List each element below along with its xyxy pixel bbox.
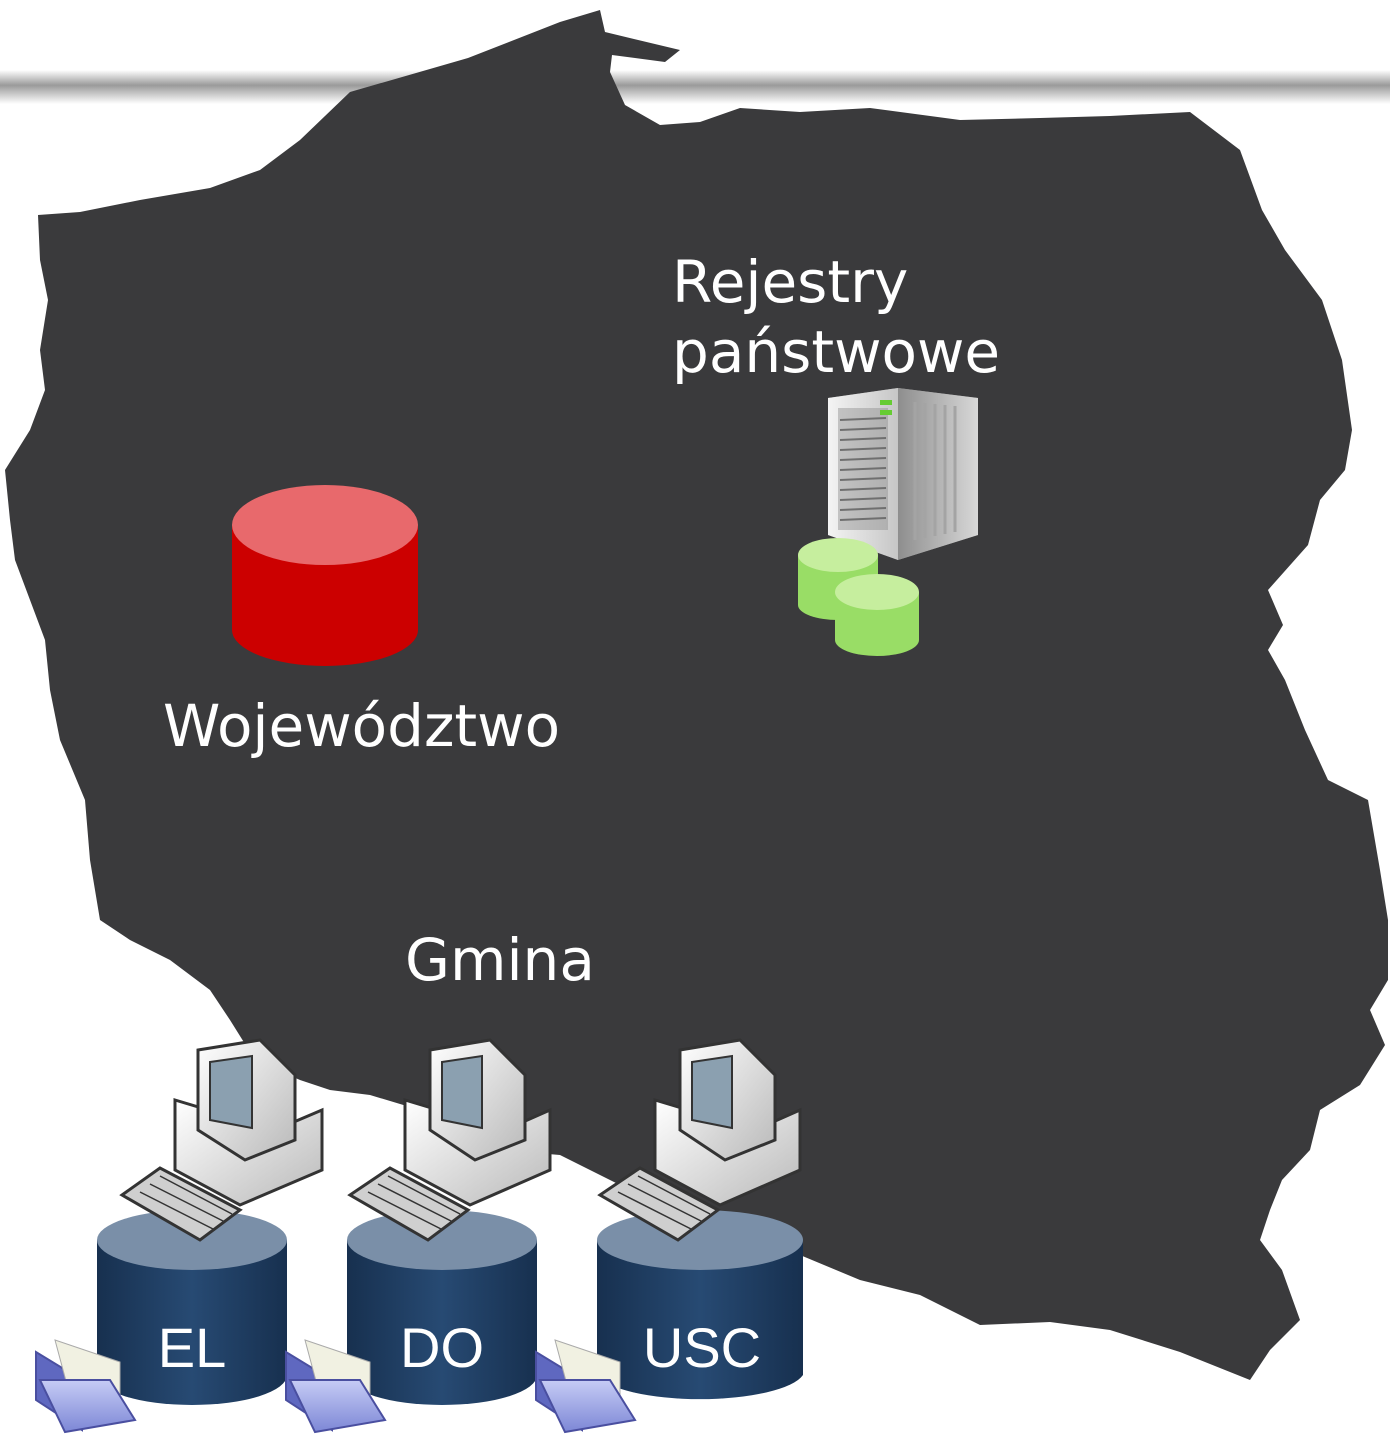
- computer-workstation-icon: [597, 1038, 802, 1242]
- folder-icon: [285, 1339, 387, 1434]
- gmina-label: Gmina: [405, 926, 595, 994]
- database-icon: [597, 1210, 803, 1270]
- gmina-station-usc: [535, 1038, 803, 1434]
- wojewodztwo-label: Województwo: [163, 692, 561, 760]
- database-label-el: EL: [157, 1316, 227, 1379]
- gmina-station-do: [285, 1038, 552, 1434]
- rejestry-panstwowe-label: Rejestry państwowe: [672, 248, 1000, 387]
- gmina-station-el: [35, 1038, 324, 1434]
- folder-icon: [535, 1339, 637, 1434]
- poland-map-shape: [5, 10, 1388, 1380]
- database-label-do: DO: [400, 1316, 484, 1379]
- database-label-usc: USC: [642, 1316, 762, 1379]
- rejestry-line1: Rejestry: [672, 248, 909, 316]
- header-band: [0, 70, 1390, 104]
- wojewodztwo-database-icon: [232, 485, 418, 666]
- database-icon: [97, 1210, 287, 1270]
- registry-database-icon: [798, 538, 919, 656]
- rejestry-line2: państwowe: [672, 317, 1001, 386]
- folder-icon: [35, 1339, 137, 1434]
- server-tower-icon: [828, 388, 978, 560]
- computer-workstation-icon: [347, 1038, 552, 1242]
- database-icon: [347, 1210, 537, 1270]
- computer-workstation-icon: [119, 1038, 324, 1242]
